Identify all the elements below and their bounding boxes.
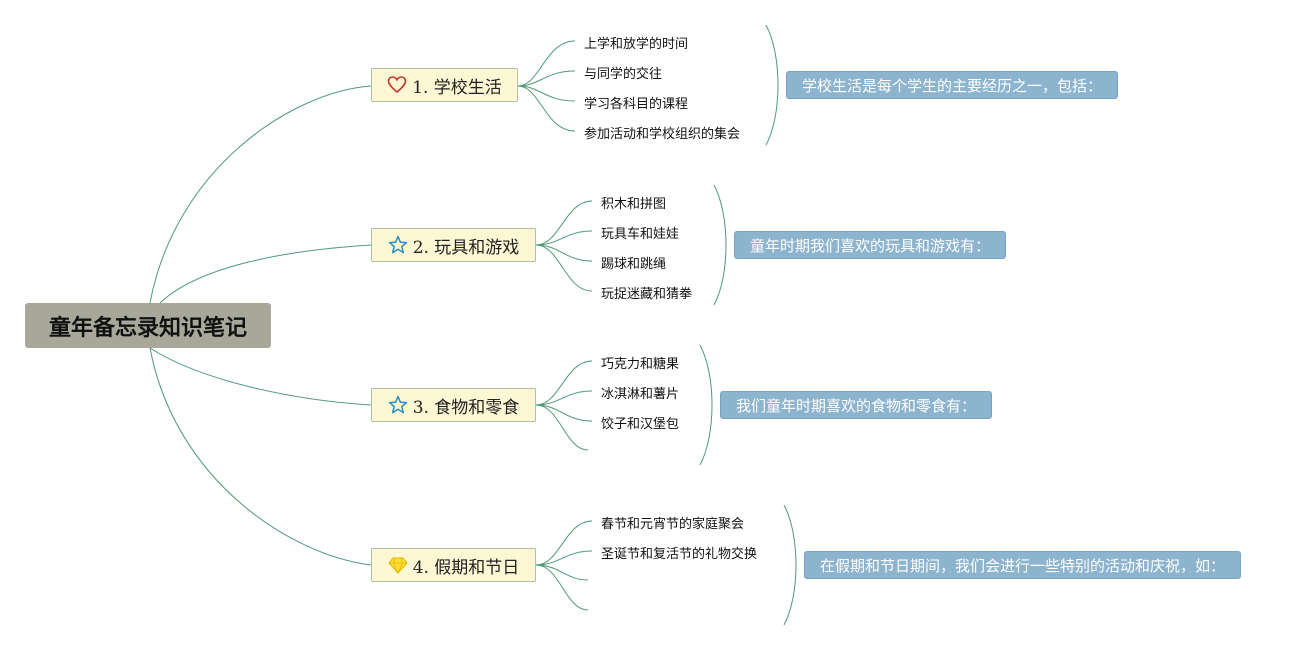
- leaf-item[interactable]: 上学和放学的时间: [584, 37, 689, 52]
- branch-school-life[interactable]: 1. 学校生活: [371, 68, 518, 102]
- leaf-item[interactable]: 巧克力和糖果: [601, 357, 680, 372]
- branch-label: 1. 学校生活: [412, 77, 502, 98]
- connector-root-branch-3: [149, 347, 372, 406]
- summary-bracket-3: [699, 344, 713, 466]
- leaf-item[interactable]: 玩具车和娃娃: [601, 227, 680, 242]
- summary-bracket-4: [783, 504, 797, 626]
- leaf-item[interactable]: 与同学的交往: [584, 67, 663, 82]
- heart-icon: [387, 75, 407, 95]
- leaf-item[interactable]: 春节和元宵节的家庭聚会: [601, 517, 745, 532]
- leaf-item[interactable]: 饺子和汉堡包: [601, 417, 680, 432]
- branch-food-snacks[interactable]: 3. 食物和零食: [371, 388, 536, 422]
- leaf-item[interactable]: 学习各科目的课程: [584, 97, 689, 112]
- leaf-item[interactable]: 踢球和跳绳: [601, 257, 667, 272]
- star-icon: [388, 395, 408, 415]
- summary-bracket-2: [713, 184, 727, 306]
- summary-bracket-1: [765, 24, 779, 146]
- leaf-item[interactable]: 积木和拼图: [601, 197, 667, 212]
- branch-label: 2. 玩具和游戏: [412, 237, 520, 258]
- connector-root-branch-1: [149, 85, 372, 304]
- root-topic[interactable]: 童年备忘录知识笔记: [25, 303, 271, 348]
- branch-label: 4. 假期和节日: [412, 557, 520, 578]
- branch-holidays[interactable]: 4. 假期和节日: [371, 548, 536, 582]
- leaf-item[interactable]: 玩捉迷藏和猜拳: [601, 287, 693, 302]
- summary-food-snacks[interactable]: 我们童年时期喜欢的食物和零食有：: [720, 391, 993, 419]
- connector-root-branch-4: [149, 347, 372, 566]
- summary-school-life[interactable]: 学校生活是每个学生的主要经历之一，包括：: [786, 71, 1119, 99]
- branch-label: 3. 食物和零食: [412, 397, 520, 418]
- connector-root-branch-2: [159, 244, 372, 304]
- summary-toys-games[interactable]: 童年时期我们喜欢的玩具和游戏有：: [734, 231, 1007, 259]
- branch-toys-games[interactable]: 2. 玩具和游戏: [371, 228, 536, 262]
- star-icon: [388, 235, 408, 255]
- summary-holidays[interactable]: 在假期和节日期间，我们会进行一些特别的活动和庆祝，如：: [804, 551, 1242, 579]
- leaf-item[interactable]: 冰淇淋和薯片: [601, 387, 680, 402]
- leaf-item[interactable]: 圣诞节和复活节的礼物交换: [601, 547, 758, 562]
- diamond-icon: [388, 555, 408, 575]
- leaf-item[interactable]: 参加活动和学校组织的集会: [584, 127, 741, 142]
